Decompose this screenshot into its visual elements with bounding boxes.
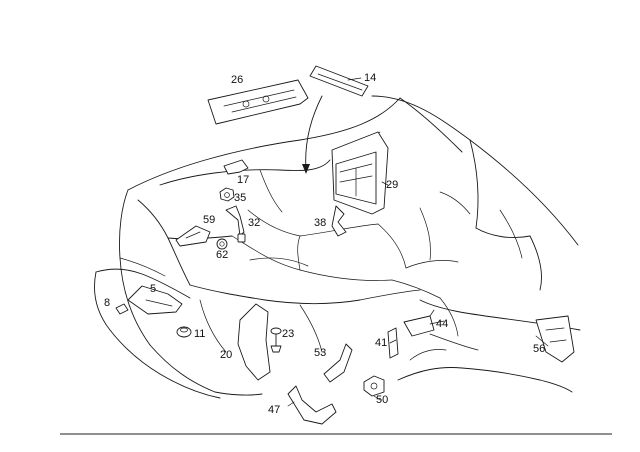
part-59-bracket — [175, 225, 211, 247]
callout-14: 14 — [364, 72, 376, 84]
part-50-clamp — [363, 375, 385, 397]
callout-62: 62 — [216, 249, 228, 261]
part-20-panel — [237, 303, 271, 381]
callout-26: 26 — [231, 74, 243, 86]
part-32-clip — [225, 205, 246, 243]
callout-53: 53 — [314, 347, 326, 359]
callout-17: 17 — [237, 174, 249, 186]
callout-56: 56 — [533, 343, 545, 355]
part-23-push-clip — [270, 327, 282, 353]
callout-8: 8 — [104, 297, 110, 309]
part-11-cap — [176, 326, 192, 338]
part-17-bracket — [223, 159, 249, 175]
callout-59: 59 — [203, 214, 215, 226]
part-62-grommet — [216, 238, 228, 250]
callout-29: 29 — [386, 179, 398, 191]
callout-11: 11 — [194, 328, 205, 340]
pointer-arrowhead — [302, 164, 310, 174]
callout-50: 50 — [376, 394, 388, 406]
part-56-panel — [535, 315, 575, 363]
callout-41: 41 — [375, 337, 387, 349]
part-8-clip — [115, 303, 129, 315]
pointer-arrow — [305, 95, 323, 171]
leader-lines — [287, 77, 549, 407]
callout-20: 20 — [220, 349, 232, 361]
part-41-bracket — [387, 327, 399, 359]
callout-5: 5 — [150, 283, 156, 295]
part-5-bracket — [127, 285, 183, 315]
part-14-strip — [309, 65, 369, 97]
part-44-bracket — [403, 309, 435, 337]
callout-23: 23 — [282, 328, 294, 340]
part-47-bracket — [287, 385, 337, 425]
part-53-bracket — [323, 343, 353, 383]
part-35-nut — [219, 187, 235, 202]
callout-32: 32 — [248, 217, 260, 229]
part-29-battery-tray — [331, 131, 389, 215]
callout-35: 35 — [234, 192, 246, 204]
body-shell — [94, 95, 581, 399]
callout-44: 44 — [436, 318, 448, 330]
callout-38: 38 — [314, 217, 326, 229]
part-38-holder — [331, 205, 347, 237]
callout-47: 47 — [268, 404, 280, 416]
part-26-reinforcement — [207, 79, 309, 125]
